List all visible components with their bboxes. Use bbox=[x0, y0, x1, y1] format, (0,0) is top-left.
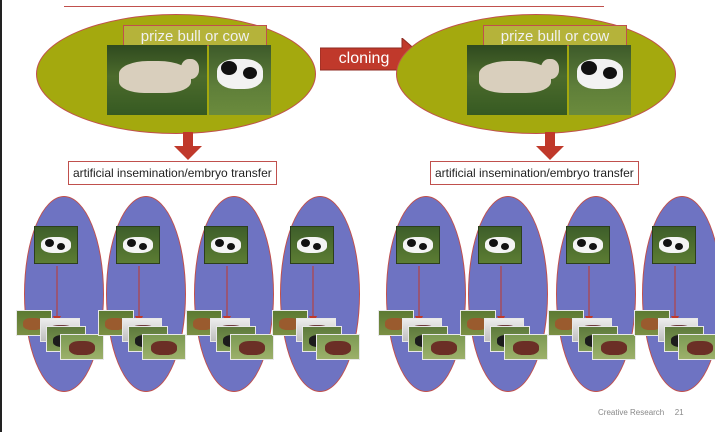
calf-photo bbox=[678, 334, 715, 360]
pregnancy-arrow bbox=[135, 266, 143, 324]
pregnancy-arrow bbox=[53, 266, 61, 324]
cloned-cow-photo bbox=[566, 226, 610, 264]
cow-photo bbox=[209, 45, 271, 115]
transfer-label-left: artificial insemination/embryo transfer bbox=[68, 161, 277, 185]
cloned-cow-photo bbox=[204, 226, 248, 264]
cloned-cow-photo bbox=[396, 226, 440, 264]
pregnancy-arrow bbox=[223, 266, 231, 324]
calf-photo bbox=[316, 334, 360, 360]
cloned-cow-photo bbox=[290, 226, 334, 264]
calf-photo bbox=[230, 334, 274, 360]
parent-oval-left: prize bull or cow bbox=[36, 14, 316, 134]
parent-label-left: prize bull or cow bbox=[123, 25, 267, 46]
down-arrow-right bbox=[536, 132, 564, 160]
pregnancy-arrow bbox=[671, 266, 679, 324]
bull-photo bbox=[107, 45, 207, 115]
cloned-cow-photo bbox=[116, 226, 160, 264]
parent-oval-right: prize bull or cow bbox=[396, 14, 676, 134]
top-rule bbox=[64, 6, 604, 7]
footer-source: Creative Research bbox=[598, 408, 665, 417]
left-border bbox=[0, 0, 2, 432]
cloned-cow-photo bbox=[34, 226, 78, 264]
parent-label-right: prize bull or cow bbox=[483, 25, 627, 46]
cow-photo bbox=[569, 45, 631, 115]
cloned-cow-photo bbox=[478, 226, 522, 264]
calf-photo bbox=[142, 334, 186, 360]
calf-photo bbox=[504, 334, 548, 360]
calf-photo bbox=[592, 334, 636, 360]
bull-photo bbox=[467, 45, 567, 115]
pregnancy-arrow bbox=[585, 266, 593, 324]
pregnancy-arrow bbox=[309, 266, 317, 324]
pregnancy-arrow bbox=[415, 266, 423, 324]
calf-photo bbox=[60, 334, 104, 360]
down-arrow-left bbox=[174, 132, 202, 160]
cloned-cow-photo bbox=[652, 226, 696, 264]
transfer-label-right: artificial insemination/embryo transfer bbox=[430, 161, 639, 185]
calf-photo bbox=[422, 334, 466, 360]
pregnancy-arrow bbox=[497, 266, 505, 324]
page-number: 21 bbox=[674, 408, 684, 417]
cloning-label: cloning bbox=[338, 50, 390, 67]
footer: Creative Research 21 bbox=[598, 408, 684, 417]
